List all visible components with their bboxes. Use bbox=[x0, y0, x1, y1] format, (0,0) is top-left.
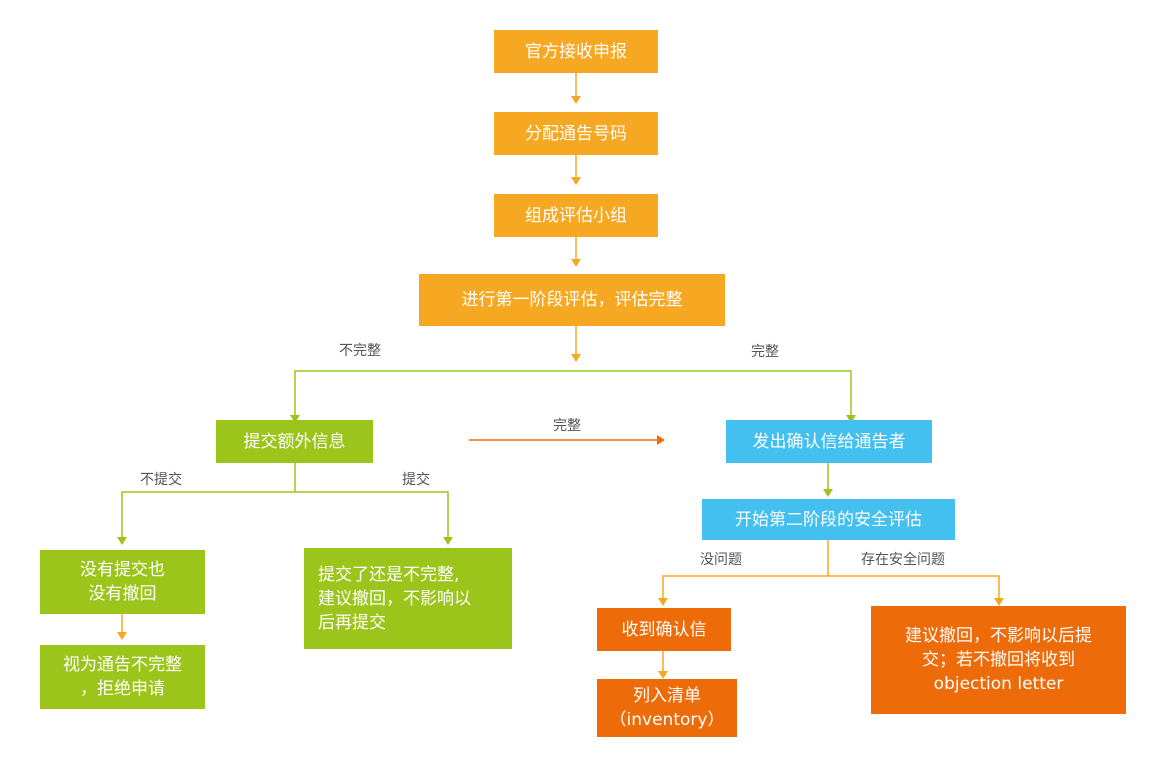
arrowhead-1 bbox=[571, 96, 581, 104]
node-stage1-eval-text: 进行第一阶段评估，评估完整 bbox=[461, 290, 683, 310]
node-no-submit: 没有提交也 没有撤回 bbox=[40, 550, 205, 614]
node-send-confirmation-text: 发出确认信给通告者 bbox=[752, 431, 906, 452]
node-receive-confirmation-text: 收到确认信 bbox=[621, 619, 707, 640]
node-assign-number: 分配通告号码 bbox=[494, 112, 658, 155]
arrowhead-nosubmit bbox=[117, 537, 127, 545]
node-submit-extra: 提交额外信息 bbox=[216, 420, 373, 463]
node-form-team: 组成评估小组 bbox=[494, 194, 658, 237]
label-incomplete: 不完整 bbox=[339, 343, 381, 359]
node-objection-line-1: 建议撤回，不影响以后提 bbox=[905, 626, 1092, 646]
arrowhead-incomplete bbox=[290, 415, 300, 423]
node-reject-line-2: ，拒绝申请 bbox=[80, 679, 165, 699]
label-not-submitted: 不提交 bbox=[140, 472, 182, 488]
arrowhead-reject bbox=[117, 632, 127, 640]
node-reject-line-1: 视为通告不完整 bbox=[63, 655, 182, 675]
arrowhead-noissue bbox=[658, 598, 668, 606]
branch-split-line bbox=[294, 370, 852, 415]
arrowhead-issue bbox=[994, 598, 1004, 606]
arrowhead-inventory bbox=[658, 671, 668, 679]
node-objection-line-3: objection letter bbox=[933, 674, 1064, 694]
arrowhead-middle-complete bbox=[657, 435, 665, 445]
node-receive-text: 官方接收申报 bbox=[525, 41, 627, 62]
arrowhead-4 bbox=[571, 354, 581, 362]
node-inventory-line-1: 列入清单 bbox=[632, 686, 701, 706]
label-complete-middle: 完整 bbox=[553, 418, 581, 434]
node-form-team-text: 组成评估小组 bbox=[525, 205, 627, 226]
arrowhead-stage2 bbox=[823, 489, 833, 497]
node-receive-confirmation: 收到确认信 bbox=[597, 608, 731, 651]
label-submitted: 提交 bbox=[402, 472, 430, 488]
arrowhead-submit bbox=[443, 537, 453, 545]
node-submit-extra-text: 提交额外信息 bbox=[243, 431, 346, 452]
arrowhead-2 bbox=[571, 177, 581, 185]
label-safety-issue: 存在安全问题 bbox=[861, 552, 945, 568]
node-objection: 建议撤回，不影响以后提 交；若不撤回将收到 objection letter bbox=[871, 606, 1126, 714]
node-stage2-eval: 开始第二阶段的安全评估 bbox=[702, 499, 955, 540]
node-no-submit-line-2: 没有撤回 bbox=[88, 584, 157, 604]
node-reject: 视为通告不完整 ，拒绝申请 bbox=[40, 645, 205, 709]
node-submitted-incomplete-line-3: 后再提交 bbox=[318, 612, 386, 633]
node-assign-number-text: 分配通告号码 bbox=[525, 123, 627, 144]
branch-stage2-split bbox=[662, 575, 1000, 598]
label-no-issue: 没问题 bbox=[700, 552, 742, 568]
node-receive: 官方接收申报 bbox=[494, 30, 658, 73]
node-submitted-incomplete: 提交了还是不完整, 建议撤回，不影响以 后再提交 bbox=[304, 548, 512, 649]
node-inventory: 列入清单 （inventory） bbox=[597, 679, 737, 737]
node-objection-line-2: 交；若不撤回将收到 bbox=[922, 650, 1075, 670]
node-inventory-line-2: （inventory） bbox=[609, 710, 725, 730]
node-no-submit-line-1: 没有提交也 bbox=[80, 560, 165, 580]
node-stage2-eval-text: 开始第二阶段的安全评估 bbox=[735, 509, 922, 530]
branch-extra-split bbox=[121, 491, 449, 537]
node-submitted-incomplete-line-2: 建议撤回，不影响以 bbox=[318, 588, 471, 609]
label-complete-right: 完整 bbox=[751, 344, 779, 360]
arrowhead-3 bbox=[571, 259, 581, 267]
node-submitted-incomplete-line-1: 提交了还是不完整, bbox=[318, 564, 460, 585]
arrowhead-complete bbox=[846, 415, 856, 423]
node-stage1-eval: 进行第一阶段评估，评估完整 bbox=[419, 274, 725, 326]
node-send-confirmation: 发出确认信给通告者 bbox=[726, 420, 932, 463]
